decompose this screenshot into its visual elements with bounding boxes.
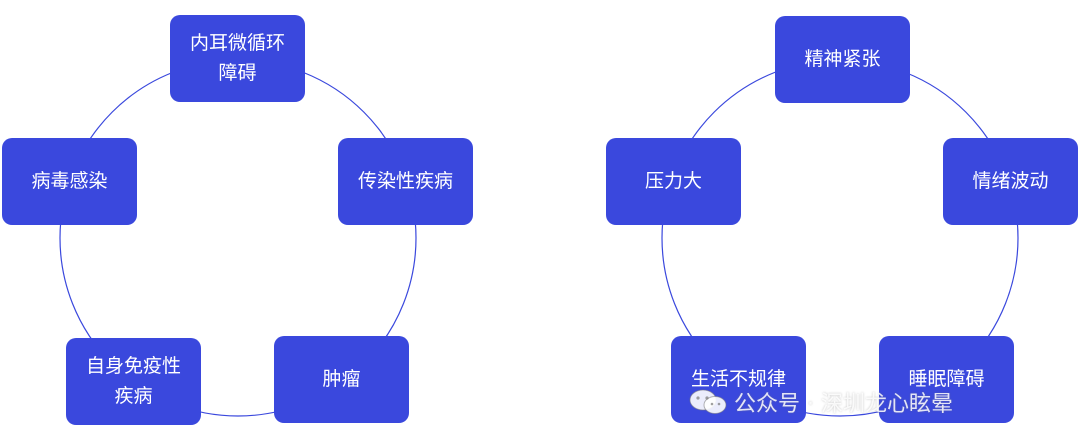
right-node-irregular-life: 生活不规律 (671, 336, 806, 423)
right-node-sleep-disorder: 睡眠障碍 (879, 336, 1014, 423)
right-node-mental-tension-label: 精神紧张 (804, 47, 881, 70)
right-node-mood-swings: 情绪波动 (943, 138, 1078, 225)
left-node-tumor-label: 肿瘤 (322, 367, 361, 390)
right-node-sleep-disorder-label: 睡眠障碍 (908, 367, 985, 390)
right-node-high-pressure-label: 压力大 (644, 169, 702, 192)
left-node-viral-infection-label: 病毒感染 (31, 169, 108, 192)
right-node-mental-tension: 精神紧张 (775, 16, 910, 103)
left-node-autoimmune-label: 自身免疫性 疾病 (85, 355, 181, 407)
left-node-inner-ear: 内耳微循环 障碍 (170, 15, 305, 102)
right-node-mood-swings-label: 情绪波动 (972, 169, 1049, 192)
right-node-irregular-life-label: 生活不规律 (690, 367, 786, 390)
left-node-tumor: 肿瘤 (274, 336, 409, 423)
right-node-high-pressure: 压力大 (606, 138, 741, 225)
left-node-infectious-disease-label: 传染性疾病 (357, 169, 453, 192)
left-node-infectious-disease: 传染性疾病 (338, 138, 473, 225)
left-node-autoimmune: 自身免疫性 疾病 (66, 338, 201, 425)
left-node-inner-ear-label: 内耳微循环 障碍 (189, 32, 285, 84)
left-node-viral-infection: 病毒感染 (2, 138, 137, 225)
